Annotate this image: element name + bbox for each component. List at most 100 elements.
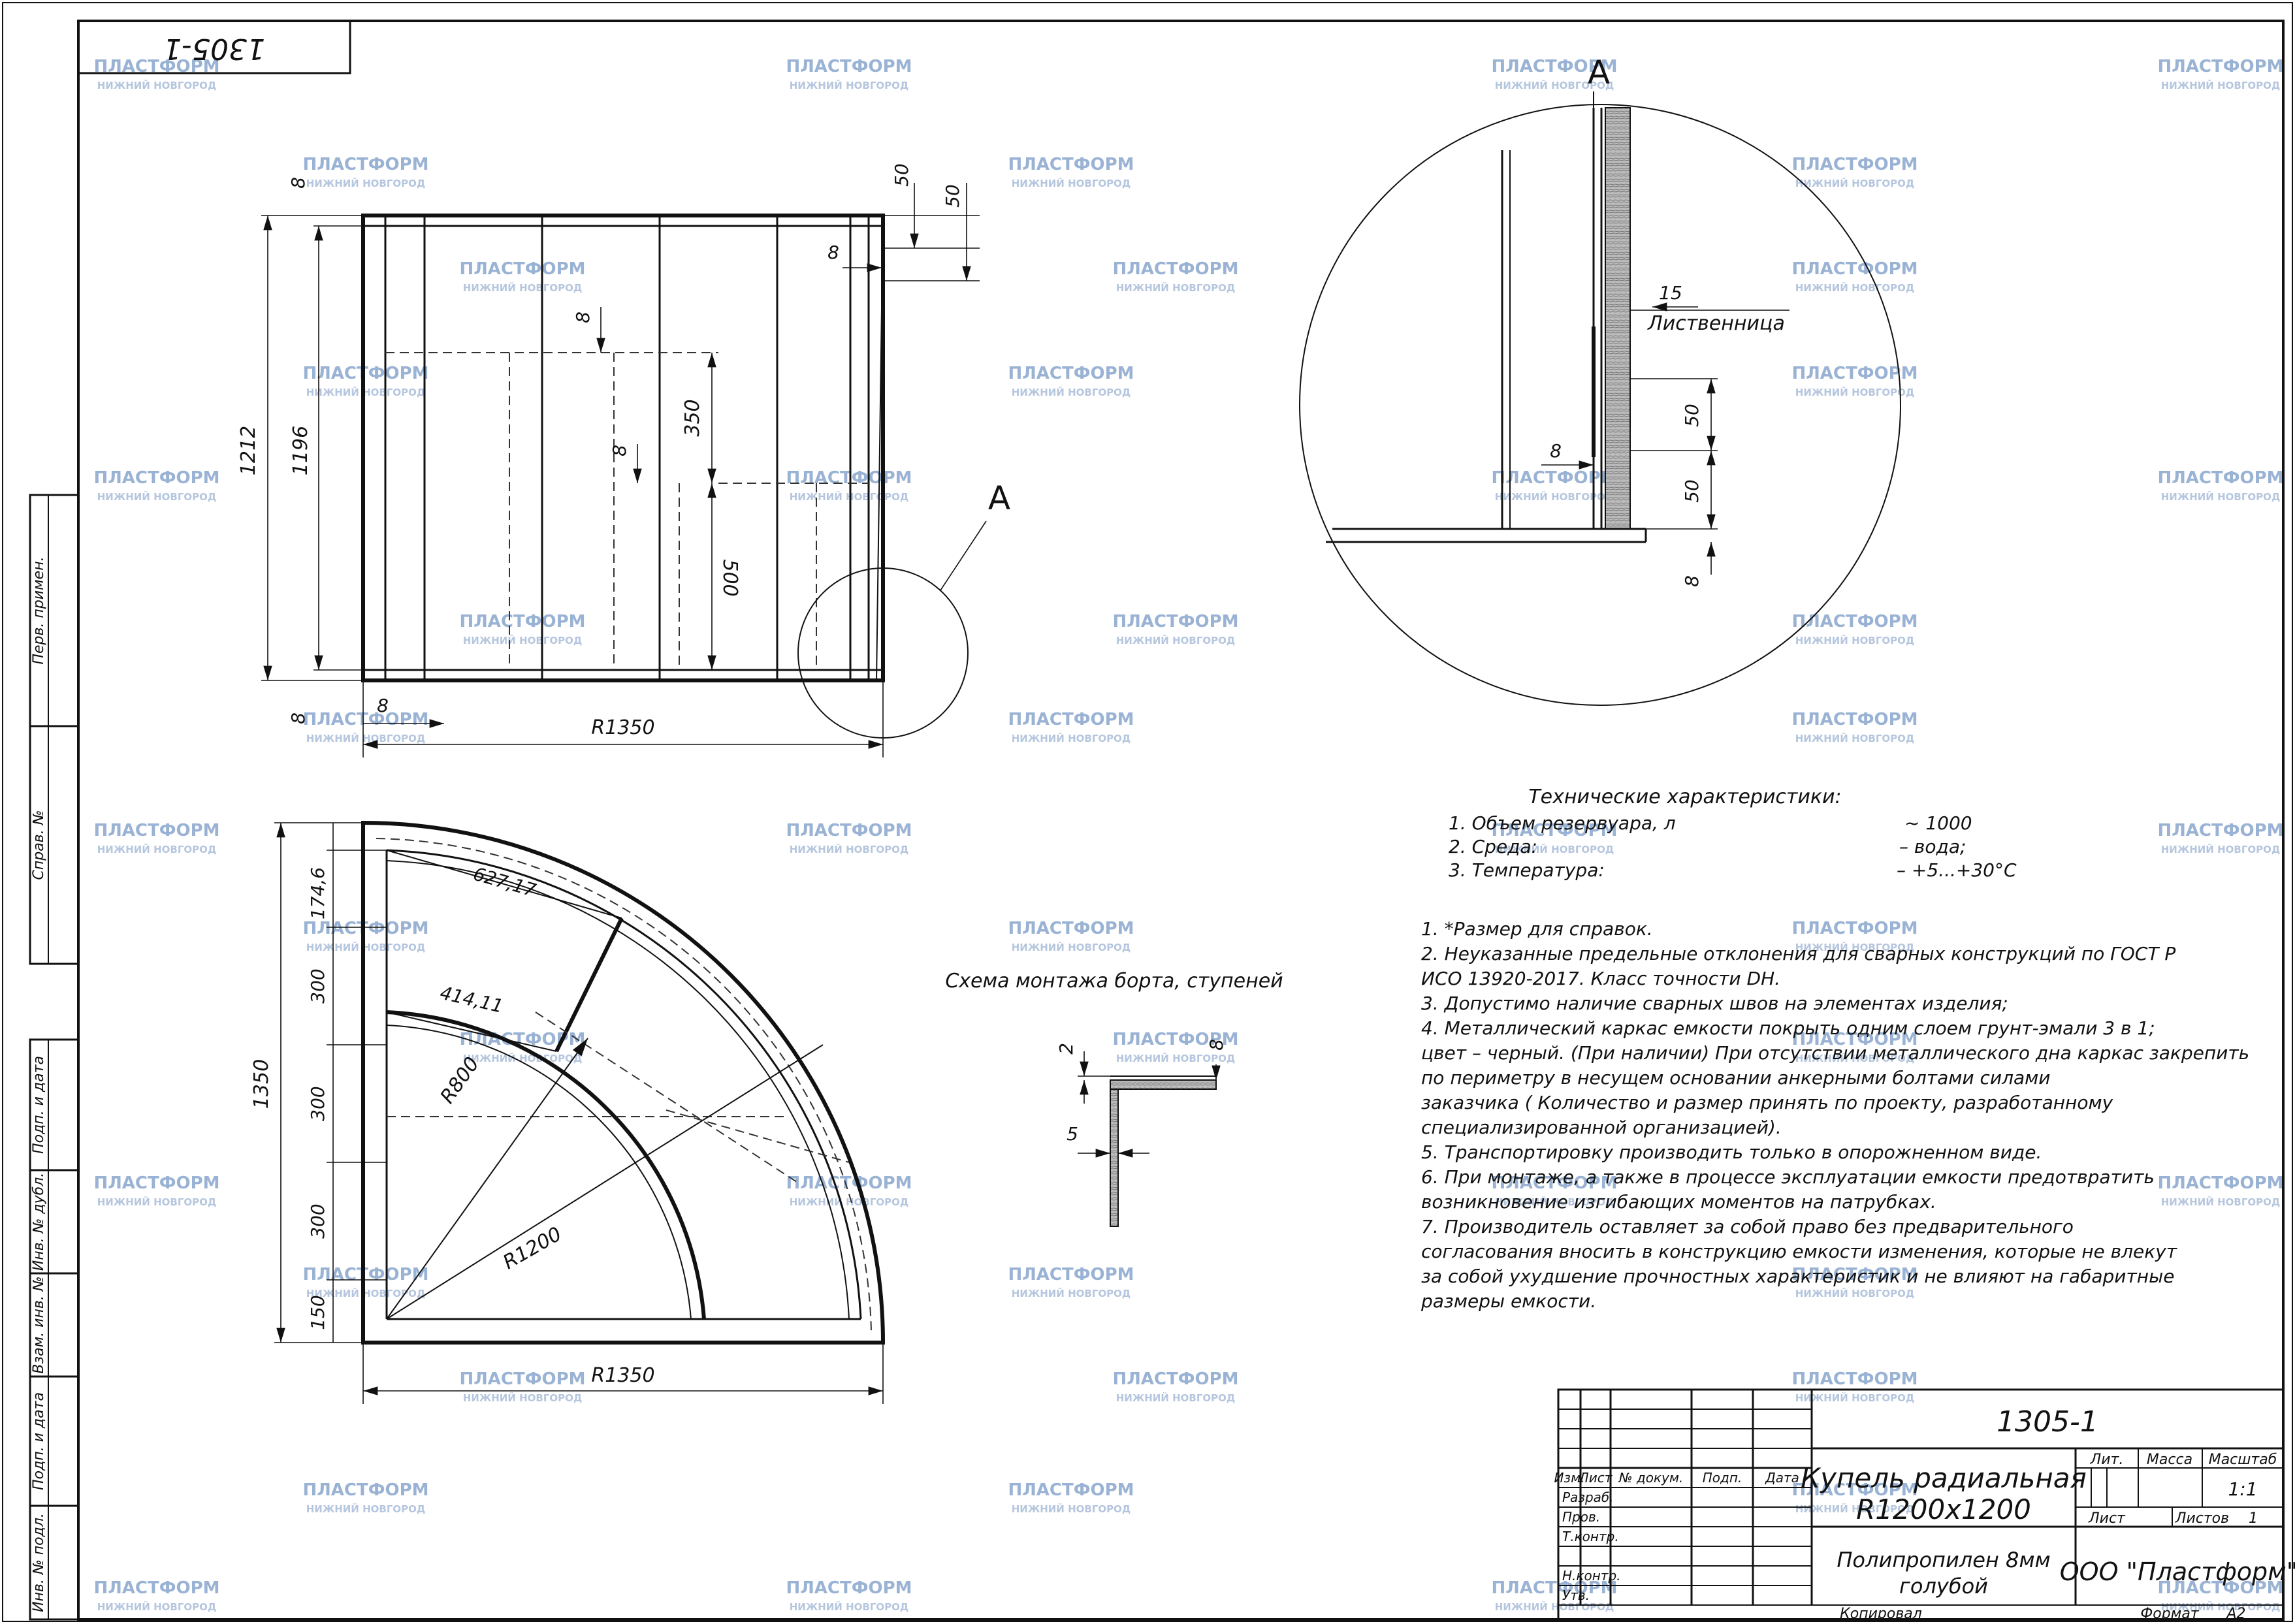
- svg-text:ПЛАСТФОРМ: ПЛАСТФОРМ: [1008, 364, 1134, 383]
- svg-text:15: 15: [1659, 282, 1682, 304]
- svg-text:НИЖНИЙ НОВГОРОД: НИЖНИЙ НОВГОРОД: [306, 1287, 426, 1299]
- svg-text:НИЖНИЙ НОВГОРОД: НИЖНИЙ НОВГОРОД: [1795, 1503, 1915, 1515]
- svg-text:1212: 1212: [237, 426, 260, 475]
- note-line: согласования вносить в конструкцию емкос…: [1421, 1241, 2177, 1262]
- svg-text:Утв.: Утв.: [1562, 1587, 1590, 1603]
- svg-text:5: 5: [1067, 1123, 1078, 1145]
- svg-text:ПЛАСТФОРМ: ПЛАСТФОРМ: [1491, 57, 1617, 76]
- copied-label: Копировал: [1840, 1606, 1922, 1622]
- notes: 1. *Размер для справок. 2. Неуказанные п…: [1420, 918, 2249, 1312]
- svg-text:Лист: Лист: [2088, 1510, 2126, 1527]
- note-line: заказчика ( Количество и размер принять …: [1421, 1092, 2113, 1113]
- svg-text:ПЛАСТФОРМ: ПЛАСТФОРМ: [786, 468, 912, 488]
- format-value: A2: [2225, 1606, 2245, 1622]
- tech-item-2-label: 2. Среда:: [1449, 836, 1537, 857]
- note-line: 2. Неуказанные предельные отклонения для…: [1421, 943, 2175, 964]
- svg-text:НИЖНИЙ НОВГОРОД: НИЖНИЙ НОВГОРОД: [790, 843, 909, 855]
- svg-text:НИЖНИЙ НОВГОРОД: НИЖНИЙ НОВГОРОД: [2161, 79, 2281, 91]
- svg-text:НИЖНИЙ НОВГОРОД: НИЖНИЙ НОВГОРОД: [1116, 281, 1236, 294]
- sheet-count: 1: [2249, 1510, 2258, 1527]
- svg-text:8: 8: [1550, 440, 1562, 462]
- stamp-sprav: Справ. №: [31, 810, 47, 880]
- scale-value: 1:1: [2228, 1478, 2257, 1500]
- svg-text:Т.контр.: Т.контр.: [1562, 1529, 1619, 1544]
- tech-item-1-label: 1. Объем резервуара, л: [1449, 812, 1676, 834]
- designation: 1305-1: [1997, 1405, 2098, 1439]
- svg-text:НИЖНИЙ НОВГОРОД: НИЖНИЙ НОВГОРОД: [97, 1196, 217, 1208]
- note-line: размеры емкости.: [1420, 1290, 1596, 1312]
- svg-text:Дата: Дата: [1765, 1470, 1799, 1486]
- svg-text:500: 500: [718, 559, 741, 596]
- note-line: ИСО 13920-2017. Класс точности DН.: [1421, 968, 1780, 989]
- watermark: ПЛАСТФОРМ НИЖНИЙ НОВГОРОД: [1791, 1480, 1918, 1515]
- side-stamps: Перв. примен. Справ. № Подп. и дата Инв.…: [29, 494, 80, 1621]
- svg-text:НИЖНИЙ НОВГОРОД: НИЖНИЙ НОВГОРОД: [1795, 732, 1915, 744]
- svg-text:Листов: Листов: [2175, 1510, 2229, 1527]
- svg-text:НИЖНИЙ НОВГОРОД: НИЖНИЙ НОВГОРОД: [1795, 177, 1915, 189]
- svg-text:Разраб.: Разраб.: [1562, 1489, 1614, 1505]
- svg-text:Лит.: Лит.: [2090, 1452, 2124, 1468]
- svg-text:НИЖНИЙ НОВГОРОД: НИЖНИЙ НОВГОРОД: [306, 941, 426, 953]
- svg-text:НИЖНИЙ НОВГОРОД: НИЖНИЙ НОВГОРОД: [1795, 386, 1915, 398]
- stamp-podp-data-2: Подп. и дата: [31, 1392, 47, 1490]
- svg-text:8: 8: [287, 177, 309, 189]
- tech-heading: Технические характеристики:: [1528, 786, 1841, 808]
- svg-text:ПЛАСТФОРМ: ПЛАСТФОРМ: [1791, 1480, 1918, 1500]
- detail-a-dims: 15 Лиственница 50 50 8 8: [1541, 282, 1789, 587]
- detail-callout: A: [988, 479, 1010, 517]
- svg-text:НИЖНИЙ НОВГОРОД: НИЖНИЙ НОВГОРОД: [1795, 281, 1915, 294]
- svg-text:ПЛАСТФОРМ: ПЛАСТФОРМ: [93, 1173, 219, 1193]
- svg-text:Лист: Лист: [1579, 1470, 1613, 1486]
- svg-text:1350: 1350: [250, 1059, 273, 1109]
- svg-text:НИЖНИЙ НОВГОРОД: НИЖНИЙ НОВГОРОД: [1012, 386, 1131, 398]
- svg-text:50: 50: [942, 184, 963, 208]
- svg-text:НИЖНИЙ НОВГОРОД: НИЖНИЙ НОВГОРОД: [1795, 1392, 1915, 1404]
- svg-text:300: 300: [307, 1203, 329, 1238]
- plan-view-dims: 1350 174,6 300 300 300 150 R1350 627,17 …: [250, 822, 884, 1404]
- svg-text:300: 300: [307, 1086, 329, 1121]
- svg-text:ПЛАСТФОРМ: ПЛАСТФОРМ: [459, 259, 585, 279]
- svg-text:ПЛАСТФОРМ: ПЛАСТФОРМ: [1791, 364, 1918, 383]
- watermark: ПЛАСТФОРМ НИЖНИЙ НОВГОРОД: [1491, 57, 1617, 91]
- top-stamp-box: [77, 20, 351, 74]
- stamp-inv-podl: Инв. № подл.: [31, 1513, 47, 1612]
- svg-text:НИЖНИЙ НОВГОРОД: НИЖНИЙ НОВГОРОД: [1495, 79, 1614, 91]
- title-line-2: R1200x1200: [1856, 1493, 2031, 1525]
- svg-text:ПЛАСТФОРМ: ПЛАСТФОРМ: [1791, 259, 1918, 279]
- svg-text:R1200: R1200: [499, 1222, 566, 1274]
- stamp-vzam-inv: Взам. инв. №: [31, 1276, 47, 1373]
- svg-text:НИЖНИЙ НОВГОРОД: НИЖНИЙ НОВГОРОД: [463, 1052, 583, 1064]
- svg-text:НИЖНИЙ НОВГОРОД: НИЖНИЙ НОВГОРОД: [1116, 1052, 1236, 1064]
- svg-text:Пров.: Пров.: [1562, 1509, 1600, 1525]
- svg-text:50: 50: [1681, 479, 1703, 503]
- tech-item-3-label: 3. Температура:: [1449, 859, 1605, 881]
- svg-text:НИЖНИЙ НОВГОРОД: НИЖНИЙ НОВГОРОД: [306, 732, 426, 744]
- svg-text:НИЖНИЙ НОВГОРОД: НИЖНИЙ НОВГОРОД: [790, 490, 909, 503]
- svg-text:Подп.: Подп.: [1703, 1470, 1742, 1486]
- svg-text:ПЛАСТФОРМ: ПЛАСТФОРМ: [1008, 919, 1134, 938]
- svg-text:НИЖНИЙ НОВГОРОД: НИЖНИЙ НОВГОРОД: [1116, 1392, 1236, 1404]
- svg-text:8: 8: [827, 242, 839, 263]
- svg-text:414,11: 414,11: [438, 982, 506, 1017]
- svg-text:ПЛАСТФОРМ: ПЛАСТФОРМ: [302, 364, 428, 383]
- svg-text:ПЛАСТФОРМ: ПЛАСТФОРМ: [93, 821, 219, 840]
- svg-text:ПЛАСТФОРМ: ПЛАСТФОРМ: [1491, 1578, 1617, 1598]
